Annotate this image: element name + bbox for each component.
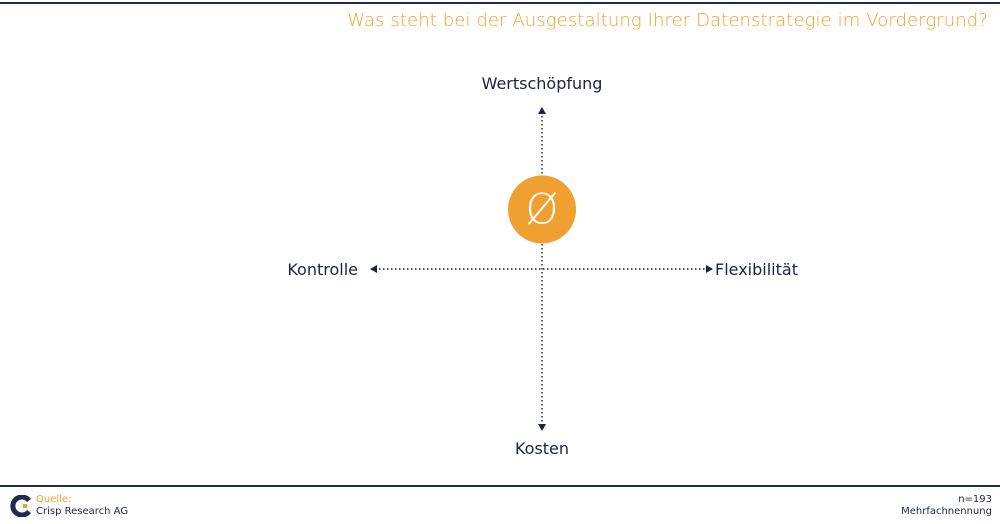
source-label: Quelle: [36, 494, 72, 505]
sample-size: n=193 [958, 494, 992, 505]
axis-label-right: Flexibilität [715, 260, 798, 279]
average-point-marker [508, 175, 576, 244]
axis-label-top: Wertschöpfung [482, 74, 603, 93]
axis-label-left: Kontrolle [287, 260, 358, 279]
top-rule [0, 2, 1000, 4]
source-block: Quelle: Crisp Research AG [10, 492, 128, 520]
sample-note: Mehrfachnennung [901, 506, 992, 517]
average-point-label: Ø [525, 184, 558, 233]
quadrant-chart: Wertschöpfung Kosten Kontrolle Flexibili… [287, 74, 798, 458]
axis-label-bottom: Kosten [515, 439, 569, 458]
sample-info: n=193 Mehrfachnennung [901, 494, 992, 518]
source-name: Crisp Research AG [36, 506, 129, 517]
page-title: Was steht bei der Ausgestaltung Ihrer Da… [347, 10, 988, 31]
average-point: Ø [508, 175, 576, 244]
bottom-rule [0, 485, 1000, 487]
crisp-logo-icon [10, 495, 31, 517]
points-layer: Ø [508, 175, 576, 244]
